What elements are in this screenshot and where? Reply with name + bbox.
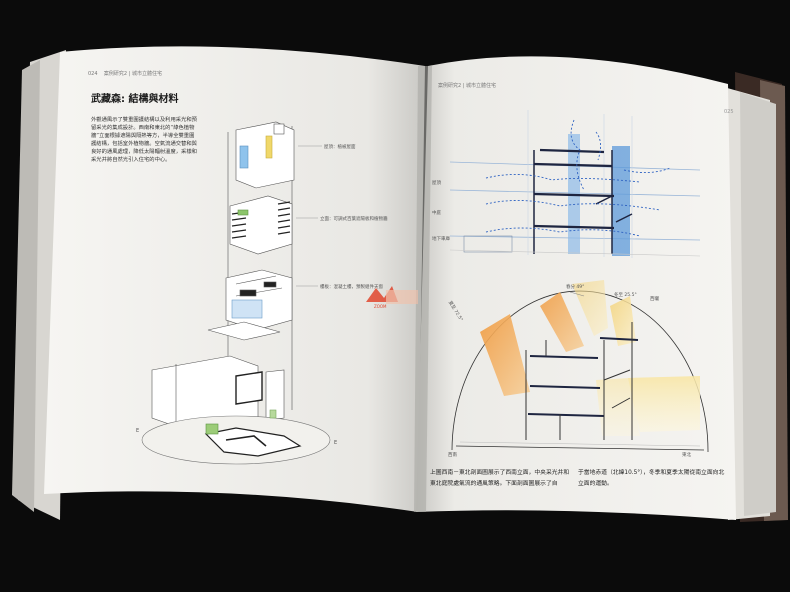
caption-column-2: 于當地赤道（北緯10.5°），冬季和夏季太陽從南立面向北立面的運動。: [578, 470, 725, 487]
left-page-number: 024: [88, 71, 98, 77]
annotation-facade: 立面：可調式百葉遮陽板和植物牆: [320, 217, 388, 222]
left-header-text: 案例研究2 | 城市立體住宅: [103, 71, 162, 77]
exploded-axonometric-diagram: [141, 121, 331, 465]
ground-label-northeast: 東北: [682, 453, 691, 458]
annotation-floor: 樓板：混凝土樓，預製組件天窗: [320, 285, 383, 290]
section-label-atrium: 中庭: [432, 211, 441, 216]
watermark-logo: [366, 286, 418, 304]
axis-label-right: E: [334, 440, 338, 446]
section-label-garage: 地下車庫: [432, 237, 450, 242]
sun-label-equinox: 春分 49°: [566, 285, 585, 290]
watermark-text: ZOOM: [374, 304, 387, 309]
caption-column-1: 上圖西南－東北剖面圖展示了西南立面，中央采光井和東北庭院處氣流的通風策略。下面剖…: [430, 470, 570, 487]
left-body-paragraph: 外觀通風示了雙重圍護結構以及利用采光和預留采光的集成設計。西南和東北的“綠色植物…: [91, 117, 197, 163]
axis-label-left: E: [136, 428, 140, 434]
sun-label-west: 西曬: [650, 297, 659, 302]
ground-label-southwest: 西南: [448, 453, 457, 458]
annotation-roof: 屋頂：植被屋面: [324, 145, 356, 150]
right-running-header: 案例研究2 | 城市立體住宅: [438, 83, 497, 89]
section-heading: 武藏森: 結構與材料: [91, 94, 179, 105]
section-label-roof: 屋頂: [432, 181, 441, 186]
sun-path-section-diagram: [451, 280, 709, 453]
sun-label-winter: 冬至 25.5°: [614, 293, 637, 298]
left-running-header: 024 案例研究2 | 城市立體住宅: [88, 70, 162, 77]
right-page-number: 025: [724, 109, 734, 115]
ventilation-section-diagram: [449, 110, 701, 258]
